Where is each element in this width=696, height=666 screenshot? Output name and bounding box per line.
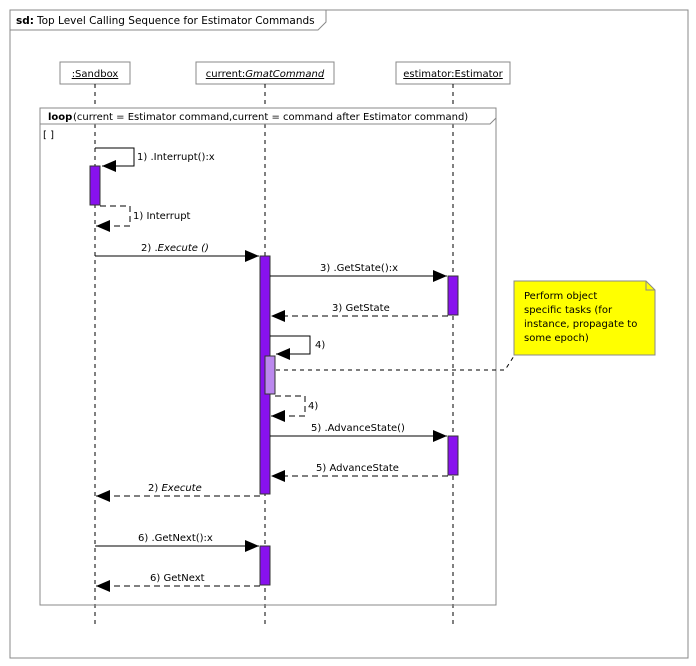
message-6-label: 6) .GetNext():x bbox=[138, 533, 213, 544]
note-text: Perform object specific tasks (for insta… bbox=[524, 291, 641, 344]
sd-frame-tab bbox=[9, 9, 327, 31]
message-1-return-label: 1) Interrupt bbox=[133, 211, 191, 222]
message-3-getstate-call[interactable]: 3) .GetState():x bbox=[270, 263, 447, 282]
activation-command-getnext bbox=[259, 545, 271, 586]
message-4-line bbox=[270, 335, 311, 360]
loop-condition: (current = Estimator command,current = c… bbox=[73, 112, 468, 123]
sd-title: Top Level Calling Sequence for Estimator… bbox=[36, 15, 315, 27]
message-2-execute-return[interactable]: 2) Execute bbox=[96, 483, 260, 502]
activation-estimator-advance bbox=[447, 435, 459, 476]
activation-estimator-getstate bbox=[447, 275, 459, 316]
note[interactable]: Perform object specific tasks (for insta… bbox=[276, 280, 656, 371]
message-2-label: 2) .Execute () bbox=[141, 243, 209, 254]
message-4-self-return[interactable]: 4) bbox=[271, 395, 318, 422]
message-4-return-label: 4) bbox=[308, 401, 318, 412]
message-6-getnext-call[interactable]: 6) .GetNext():x bbox=[95, 533, 259, 552]
lifeline-command-label: current:GmatCommand bbox=[206, 69, 325, 80]
message-6-return-label: 6) GetNext bbox=[150, 573, 205, 584]
message-1-line bbox=[95, 147, 135, 172]
note-line-2: specific tasks (for bbox=[524, 305, 613, 316]
lifeline-sandbox: :Sandbox bbox=[59, 61, 131, 628]
note-line-3: instance, propagate to bbox=[524, 319, 637, 330]
message-5-advancestate-return[interactable]: 5) AdvanceState bbox=[271, 463, 448, 482]
message-3-getstate-return[interactable]: 3) GetState bbox=[271, 303, 448, 322]
lifeline-estimator: estimator:Estimator bbox=[395, 61, 511, 628]
activation-command-nested bbox=[264, 355, 276, 395]
sd-frame bbox=[9, 9, 689, 659]
message-4-return-line bbox=[271, 395, 306, 422]
message-3-label: 3) .GetState():x bbox=[320, 263, 398, 274]
message-1-interrupt-return[interactable]: 1) Interrupt bbox=[96, 205, 191, 232]
message-4-self-call[interactable]: 4) bbox=[270, 335, 325, 360]
message-6-getnext-return[interactable]: 6) GetNext bbox=[96, 573, 260, 592]
loop-fragment: loop (current = Estimator command,curren… bbox=[39, 107, 497, 606]
activation-sandbox bbox=[89, 165, 101, 206]
note-line-1: Perform object bbox=[524, 291, 597, 302]
message-2-return-label: 2) Execute bbox=[148, 483, 202, 494]
message-1-label: 1) .Interrupt():x bbox=[137, 152, 215, 163]
message-5-label: 5) .AdvanceState() bbox=[311, 423, 405, 434]
loop-keyword: loop bbox=[48, 112, 72, 123]
sd-keyword: sd: bbox=[16, 15, 34, 27]
message-2-execute-call[interactable]: 2) .Execute () bbox=[95, 243, 259, 262]
message-1-return-line bbox=[96, 205, 131, 232]
loop-guard: [ ] bbox=[43, 130, 54, 141]
note-connector bbox=[276, 355, 515, 371]
loop-tab bbox=[39, 107, 497, 125]
message-3-return-label: 3) GetState bbox=[332, 303, 390, 314]
lifeline-sandbox-label: :Sandbox bbox=[72, 69, 119, 80]
note-fold bbox=[645, 281, 655, 291]
lifeline-estimator-label: estimator:Estimator bbox=[403, 69, 503, 80]
note-line-4: some epoch) bbox=[524, 333, 589, 344]
message-5-return-label: 5) AdvanceState bbox=[316, 463, 399, 474]
note-box bbox=[513, 280, 656, 356]
message-5-advancestate-call[interactable]: 5) .AdvanceState() bbox=[270, 423, 447, 442]
message-1-interrupt-call[interactable]: 1) .Interrupt():x bbox=[95, 147, 215, 172]
message-4-label: 4) bbox=[315, 340, 325, 351]
